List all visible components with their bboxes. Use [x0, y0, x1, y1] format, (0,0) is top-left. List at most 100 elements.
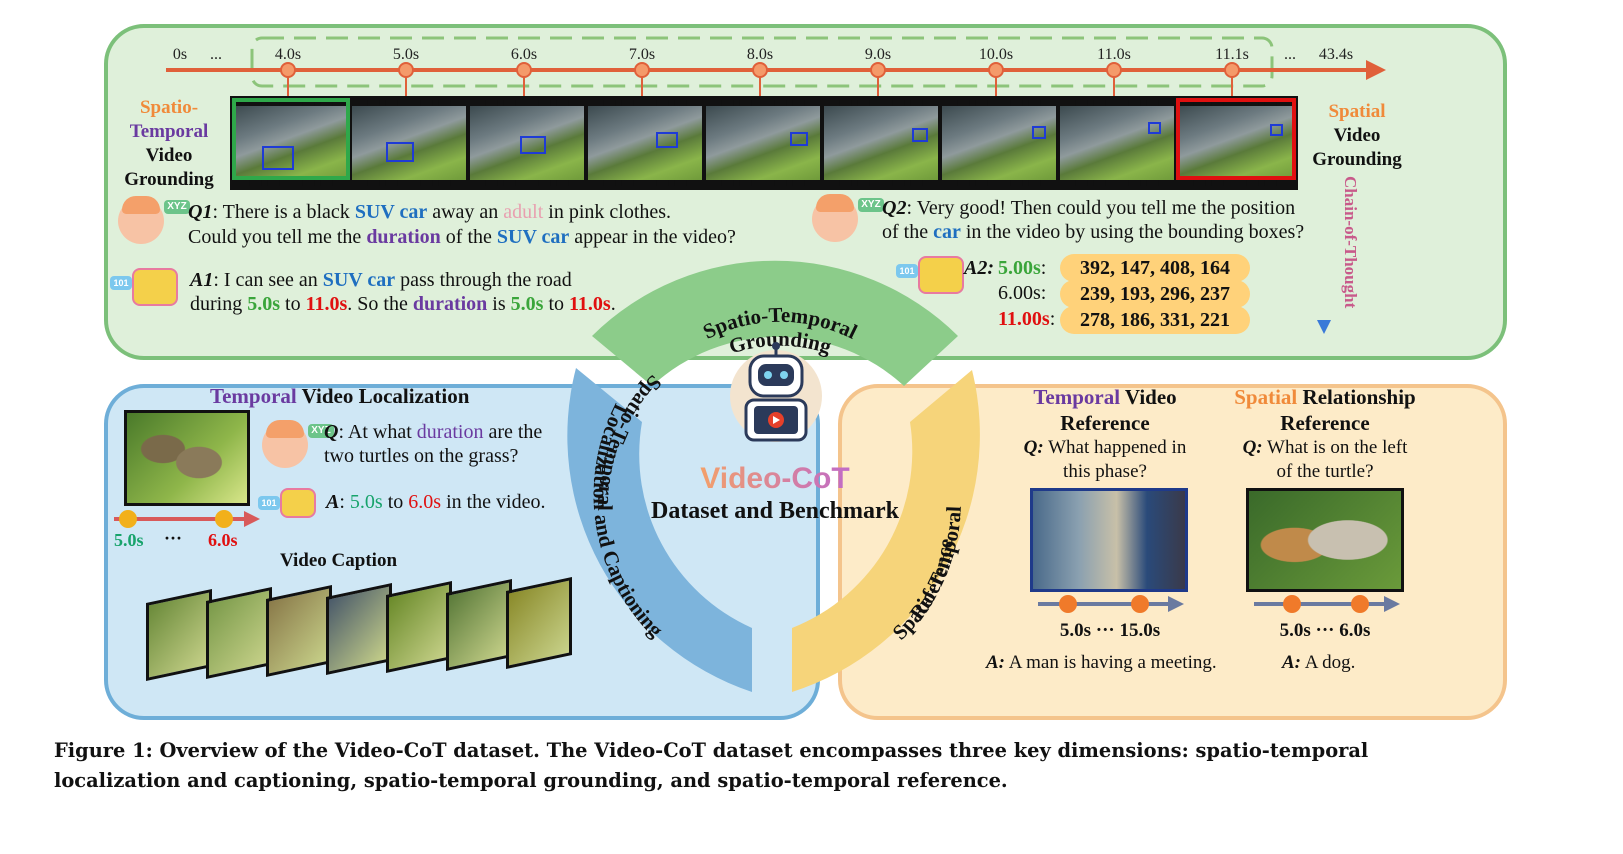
stvg-label: Spatio- Temporal Video Grounding — [114, 96, 224, 192]
q2-tag: Q2 — [882, 197, 907, 219]
text: 11.0s — [569, 293, 611, 315]
film-frame-image — [942, 106, 1056, 180]
reference-arc — [792, 370, 980, 692]
film-frame — [232, 100, 350, 186]
chain-of-thought-label: Chain-of-Thought — [1341, 176, 1360, 309]
temporal-ref-question: Q: What happened in this phase? — [1000, 436, 1210, 484]
text: : I can see an — [213, 269, 323, 291]
localization-title: Temporal Video Localization — [210, 384, 469, 409]
film-frame — [822, 100, 940, 186]
text: SUV car — [322, 269, 396, 291]
car-bounding-box — [1270, 124, 1283, 136]
video-caption-title: Video Caption — [280, 550, 398, 571]
timeline-tick-label: 5.0s — [392, 46, 420, 63]
timeline-marker — [1224, 62, 1240, 78]
q2-line1: Q2: Very good! Then could you tell me th… — [882, 196, 1295, 221]
robot-mascot-icon — [730, 342, 822, 442]
timeline-tick-label: 43.4s — [1318, 46, 1354, 63]
q-line: this phase? — [1063, 461, 1147, 482]
film-frame-image — [1178, 106, 1292, 180]
text: : — [1040, 282, 1047, 304]
timeline-marker — [752, 62, 768, 78]
text: A: — [1282, 652, 1301, 673]
caption-video-frame — [266, 584, 332, 678]
film-frame — [586, 100, 704, 186]
text: : There is a black — [212, 201, 355, 223]
spatial-ref-question: Q: What is on the left of the turtle? — [1220, 436, 1430, 484]
caption-video-frame — [206, 586, 272, 680]
timeline-tick-label: 9.0s — [864, 46, 892, 63]
timeline-dashed-window — [250, 36, 1274, 88]
a2-time: 5.00s — [998, 257, 1041, 279]
meeting-image — [1030, 488, 1188, 592]
loc-end-time: 6.0s — [208, 530, 238, 550]
text: Q — [324, 421, 339, 443]
text: duration — [412, 293, 488, 315]
text: 11.0s — [305, 293, 348, 315]
dog-turtle-image — [1246, 488, 1404, 592]
timeline-marker — [988, 62, 1004, 78]
timeline-tick-label: 0s — [172, 46, 188, 63]
text: What is on the left — [1262, 437, 1408, 458]
text: 6.0s — [408, 491, 442, 513]
timeline-tick-label: 7.0s — [628, 46, 656, 63]
timeline-marker — [870, 62, 886, 78]
turtles-image — [124, 410, 250, 506]
text: SUV car — [354, 201, 428, 223]
bbox-pill: 278, 186, 331, 221 — [1060, 306, 1250, 334]
text: A — [326, 491, 340, 513]
text: to — [382, 491, 409, 513]
car-bounding-box — [520, 136, 546, 154]
caption-video-frame — [386, 580, 452, 674]
timeline-marker — [634, 62, 650, 78]
spatial-ref-answer: A: A dog. — [1282, 650, 1355, 675]
text: What happened in — [1043, 437, 1187, 458]
timeline-marker — [1106, 62, 1122, 78]
timeline-tick-label: ... — [210, 46, 222, 63]
timeline-marker — [516, 62, 532, 78]
car-bounding-box — [1032, 126, 1046, 139]
timeline-tick-label: ... — [1284, 46, 1296, 63]
film-frame-image — [234, 106, 348, 180]
a2-time: 6.00s — [998, 282, 1041, 304]
a1-tag: A1 — [190, 269, 214, 291]
q1-line1: Q1: There is a black SUV car away an adu… — [188, 200, 671, 225]
film-frame-image — [824, 106, 938, 180]
spatial-ref-title: Spatial Relationship Reference — [1220, 384, 1430, 436]
a1-line1: A1: I can see an SUV car pass through th… — [190, 268, 572, 293]
loc-time-dots: ··· — [164, 528, 183, 548]
text: duration — [366, 226, 441, 248]
text: . So the — [347, 293, 413, 315]
user-avatar-icon: XYZ — [262, 420, 334, 468]
title-line: Temporal Video — [1010, 384, 1200, 410]
chain-arrow — [1317, 184, 1331, 334]
text: during — [190, 293, 248, 315]
car-bounding-box — [386, 142, 414, 162]
text: A: — [986, 652, 1005, 673]
a2-row: 11.00s: — [998, 307, 1055, 332]
text: Video — [1120, 385, 1177, 409]
temporal-ref-answer: A: A man is having a meeting. — [986, 650, 1217, 675]
loc-answer: A: 5.0s to 6.0s in the video. — [326, 490, 546, 515]
robot-avatar-icon: 101 — [258, 488, 316, 518]
q-line: Q: What happened in — [1000, 436, 1210, 460]
text: : — [1040, 257, 1047, 279]
text: of the — [882, 221, 934, 243]
text: are the — [483, 421, 543, 443]
q-line: Q: What is on the left — [1220, 436, 1430, 460]
caption-video-frame — [446, 578, 512, 672]
text: A dog. — [1301, 652, 1356, 673]
text: adult — [503, 201, 544, 223]
localization-timeline — [114, 510, 260, 528]
film-frame-image — [470, 106, 584, 180]
text: to — [543, 293, 569, 315]
start-frame-highlight — [232, 98, 350, 180]
loc-start-time: 5.0s — [114, 530, 144, 550]
q2-line2: of the car in the video by using the bou… — [882, 220, 1304, 245]
text: Q: — [1023, 437, 1044, 458]
film-frame — [350, 100, 468, 186]
car-bounding-box — [790, 132, 808, 146]
text: in the video. — [441, 491, 546, 513]
text: . — [610, 293, 616, 315]
stvg-label-line: Grounding — [124, 169, 214, 190]
